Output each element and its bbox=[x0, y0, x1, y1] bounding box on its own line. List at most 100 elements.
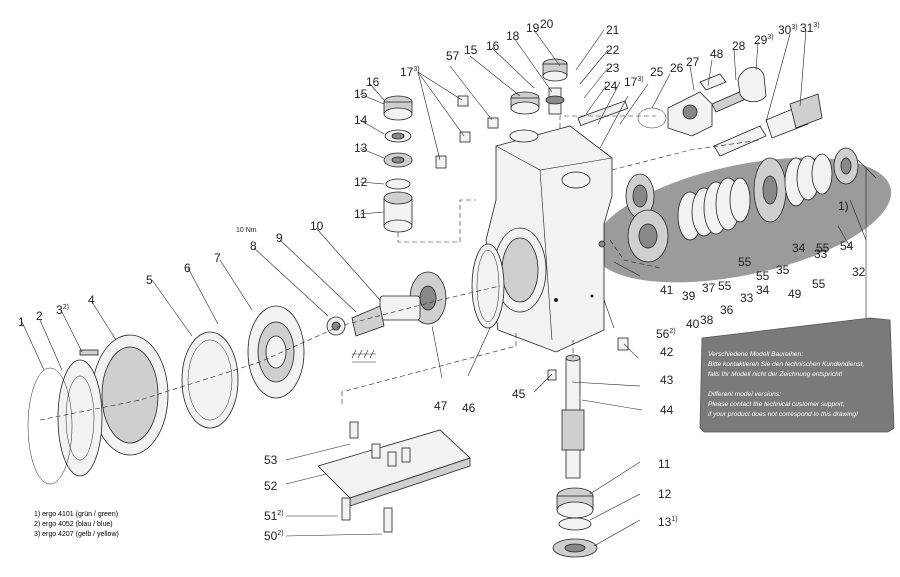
note-de-line2: falls Ihr Modell nicht der Zeichnung ent… bbox=[708, 371, 843, 378]
part-footnote-marker: 3) bbox=[791, 24, 797, 31]
part-label: 32) bbox=[56, 303, 69, 317]
part-label: 9 bbox=[276, 231, 283, 245]
part-label: 44 bbox=[660, 403, 674, 417]
front-rings bbox=[326, 243, 505, 337]
part-label: 55 bbox=[738, 255, 752, 269]
part-label: 19 bbox=[526, 21, 540, 35]
part-label: 11 bbox=[658, 457, 671, 471]
shaft-components bbox=[667, 67, 823, 157]
part-label: 47 bbox=[434, 399, 448, 413]
part-label: 502) bbox=[264, 529, 284, 543]
part-label: 10 bbox=[310, 219, 324, 233]
part-label: 35 bbox=[776, 263, 790, 277]
gear-stack bbox=[625, 147, 859, 263]
part-label: 46 bbox=[462, 401, 476, 415]
part-footnote-marker: 3) bbox=[637, 76, 643, 83]
part-label: 14 bbox=[354, 113, 368, 127]
part-label: 2 bbox=[36, 309, 43, 323]
part-label: 55 bbox=[812, 277, 826, 291]
part-label: 36 bbox=[720, 303, 734, 317]
part-label: 49 bbox=[788, 287, 802, 301]
part-label: 37 bbox=[702, 281, 716, 295]
part-label: 33 bbox=[814, 247, 828, 261]
part-label: 16 bbox=[366, 75, 380, 89]
part-label: 5 bbox=[146, 273, 153, 287]
base-plate bbox=[317, 421, 471, 533]
legend: 1) ergo 4101 (grün / green) 2) ergo 4052… bbox=[34, 511, 119, 538]
part-footnote-marker: 2) bbox=[277, 510, 283, 517]
part-label: 15 bbox=[464, 43, 478, 57]
part-label: 54 bbox=[840, 239, 854, 253]
part-label: 7 bbox=[214, 251, 221, 265]
part-label: 41 bbox=[660, 283, 674, 297]
part-label: 16 bbox=[486, 39, 500, 53]
part-label: 28 bbox=[732, 39, 746, 53]
part-label: 4 bbox=[88, 293, 95, 307]
part-label: 12 bbox=[658, 487, 672, 501]
part-label: 11 bbox=[354, 207, 367, 221]
part-label: 313) bbox=[800, 21, 820, 35]
part-label: 12 bbox=[354, 175, 368, 189]
part-label: 173) bbox=[400, 65, 420, 79]
part-label: 32 bbox=[852, 265, 866, 279]
model-note-box: Verschiedene Modell Baureihen: Bitte kon… bbox=[699, 317, 895, 433]
left-top-stack bbox=[383, 95, 413, 233]
part-footnote-marker: 3) bbox=[413, 66, 419, 73]
note-en-line1: Please contact the technical customer su… bbox=[708, 401, 845, 408]
part-label: 39 bbox=[682, 289, 696, 303]
part-label: 55 bbox=[718, 279, 732, 293]
assembly-axes bbox=[39, 115, 761, 421]
part-label: 34 bbox=[792, 241, 806, 255]
part-label: 18 bbox=[506, 29, 520, 43]
leader-lines bbox=[21, 29, 877, 547]
part-label: 26 bbox=[670, 61, 684, 75]
part-label: 42 bbox=[660, 345, 674, 359]
part-label: 55 bbox=[816, 241, 830, 255]
part-label: 21 bbox=[606, 23, 620, 37]
part-label: 38 bbox=[700, 313, 714, 327]
part-label: 8 bbox=[250, 239, 257, 253]
part-label: 293) bbox=[754, 33, 774, 47]
part-label: 23 bbox=[606, 61, 620, 75]
part-label: 33 bbox=[740, 291, 754, 305]
part-label: 1 bbox=[18, 315, 25, 329]
part-label: 22 bbox=[606, 43, 620, 57]
part-label: 24 bbox=[604, 79, 618, 93]
bottom-shaft bbox=[547, 337, 629, 558]
legend-line-2: 2) ergo 4052 (blau / blue) bbox=[34, 521, 113, 528]
part-label: 48 bbox=[710, 47, 724, 61]
part-label: 303) bbox=[778, 23, 798, 37]
part-label: 20 bbox=[540, 17, 554, 31]
part-label: 13 bbox=[354, 141, 368, 155]
part-label: 1) bbox=[838, 199, 849, 213]
part-label: 40 bbox=[686, 317, 700, 331]
part-label: 6 bbox=[184, 261, 191, 275]
part-footnote-marker: 1) bbox=[671, 516, 677, 523]
part-label: 52 bbox=[264, 479, 278, 493]
main-housing bbox=[485, 125, 613, 353]
legend-line-3: 3) ergo 4207 (gelb / yellow) bbox=[34, 531, 119, 538]
note-en-title: Different model versions: bbox=[708, 391, 781, 398]
part-label: 562) bbox=[656, 327, 676, 341]
part-label: 45 bbox=[512, 387, 526, 401]
part-label: 25 bbox=[650, 65, 664, 79]
part-footnote-marker: 2) bbox=[669, 328, 675, 335]
torque-spec: 10 Nm bbox=[236, 227, 257, 234]
torque-symbol bbox=[351, 349, 376, 363]
part-footnote-marker: 3) bbox=[813, 22, 819, 29]
part-label: 53 bbox=[264, 453, 278, 467]
left-flanges bbox=[27, 305, 305, 485]
part-label: 57 bbox=[446, 49, 460, 63]
part-label: 27 bbox=[686, 55, 700, 69]
note-en-line2: if your product does not correspond to t… bbox=[708, 411, 858, 418]
part-footnote-marker: 2) bbox=[277, 530, 283, 537]
part-label: 34 bbox=[756, 283, 770, 297]
part-label: 512) bbox=[264, 509, 284, 523]
part-label: 55 bbox=[756, 269, 770, 283]
note-de-title: Verschiedene Modell Baureihen: bbox=[708, 351, 803, 358]
part-label: 131) bbox=[658, 515, 678, 529]
note-de-line1: Bitte kontaktieren Sie den technischen K… bbox=[708, 361, 864, 368]
part-label: 173) bbox=[624, 75, 644, 89]
